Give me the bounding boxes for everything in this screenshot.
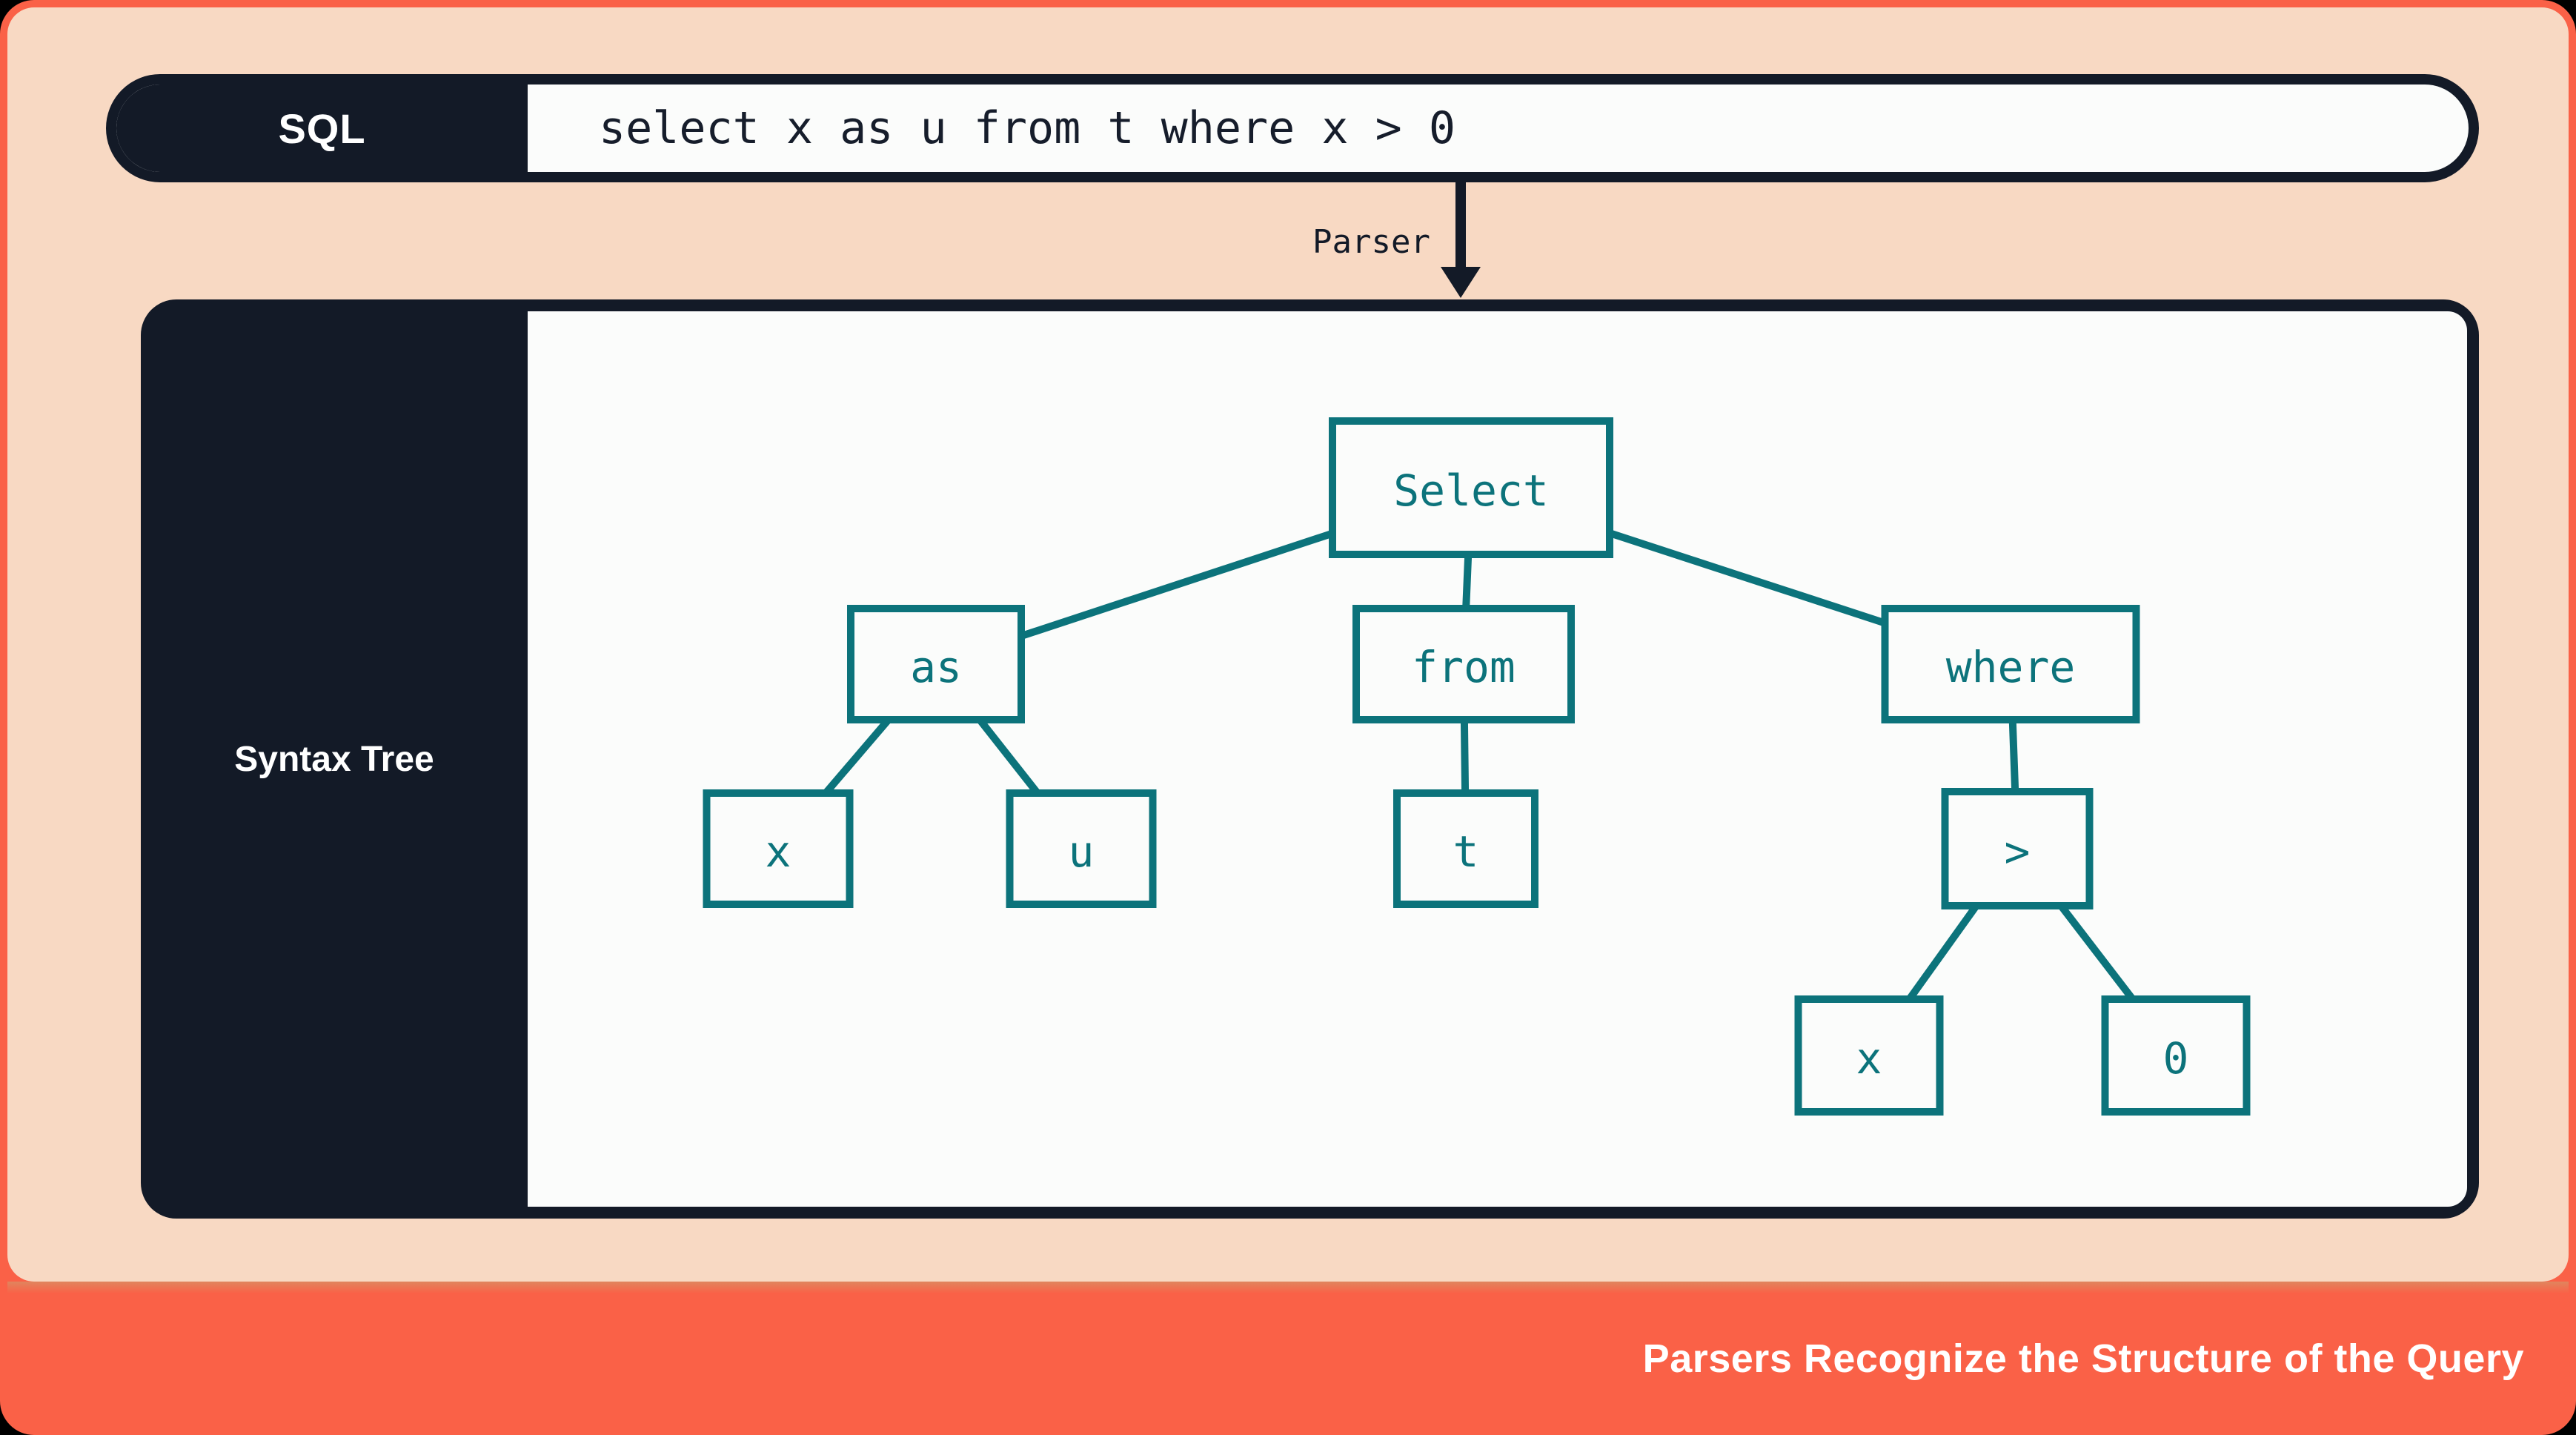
tree-node-label: where [1946,642,2076,692]
tree-node-rect [1352,605,1575,723]
tree-node-rect [1881,605,2140,723]
sql-pill-label: SQL [116,84,528,172]
sql-input-pill: SQL select x as u from t where x > 0 [106,74,2479,182]
tree-node-gt: > [1941,788,2094,909]
tree-node-label: 0 [2163,1033,2189,1084]
tree-node-t: t [1393,789,1538,908]
syntax-tree-canvas: Select as x u from t where > x 0 [528,311,2467,1207]
slide-title: Parsers Recognize the Structure of the Q… [1642,1336,2524,1381]
tree-node-rect [1006,789,1157,908]
tree-node-rect [1393,789,1538,908]
tree-node-label: as [910,642,962,692]
tree-node-x2: x [1794,995,1944,1116]
footer-seam-shadow [7,1282,2569,1293]
tree-node-label: Select [1393,465,1549,516]
tree-node-rect [1329,417,1613,558]
sql-query-text: select x as u from t where x > 0 [599,102,1455,154]
tree-node-rect [2101,995,2251,1116]
tree-node-as: as [847,605,1025,723]
tree-node-where: where [1881,605,2140,723]
tree-node-label: from [1412,642,1516,692]
tree-node-label: u [1069,826,1095,877]
tree-node-u: u [1006,789,1157,908]
syntax-tree-box: Syntax Tree Select as x u from t where > x 0 [141,299,2479,1219]
tree-node-label: x [1856,1033,1882,1084]
tree-node-rect [703,789,854,908]
parser-arrow-line [1455,182,1466,269]
tree-node-label: x [766,826,791,877]
tree-node-rect [847,605,1025,723]
footer-bar: Parsers Recognize the Structure of the Q… [0,1282,2576,1435]
tree-node-x1: x [703,789,854,908]
tree-node-label: t [1453,826,1479,877]
syntax-tree-diagram: Select as x u from t where > x 0 [703,417,2251,1116]
parser-arrow-head-icon [1441,267,1481,298]
parser-arrow-label: Parser [1312,223,1430,261]
tree-node-select: Select [1329,417,1613,558]
tree-node-from: from [1352,605,1575,723]
tree-node-rect [1941,788,2094,909]
tree-node-rect [1794,995,1944,1116]
tree-node-label: > [2005,826,2031,877]
syntax-tree-panel-label: Syntax Tree [234,739,434,779]
tree-node-zero: 0 [2101,995,2251,1116]
